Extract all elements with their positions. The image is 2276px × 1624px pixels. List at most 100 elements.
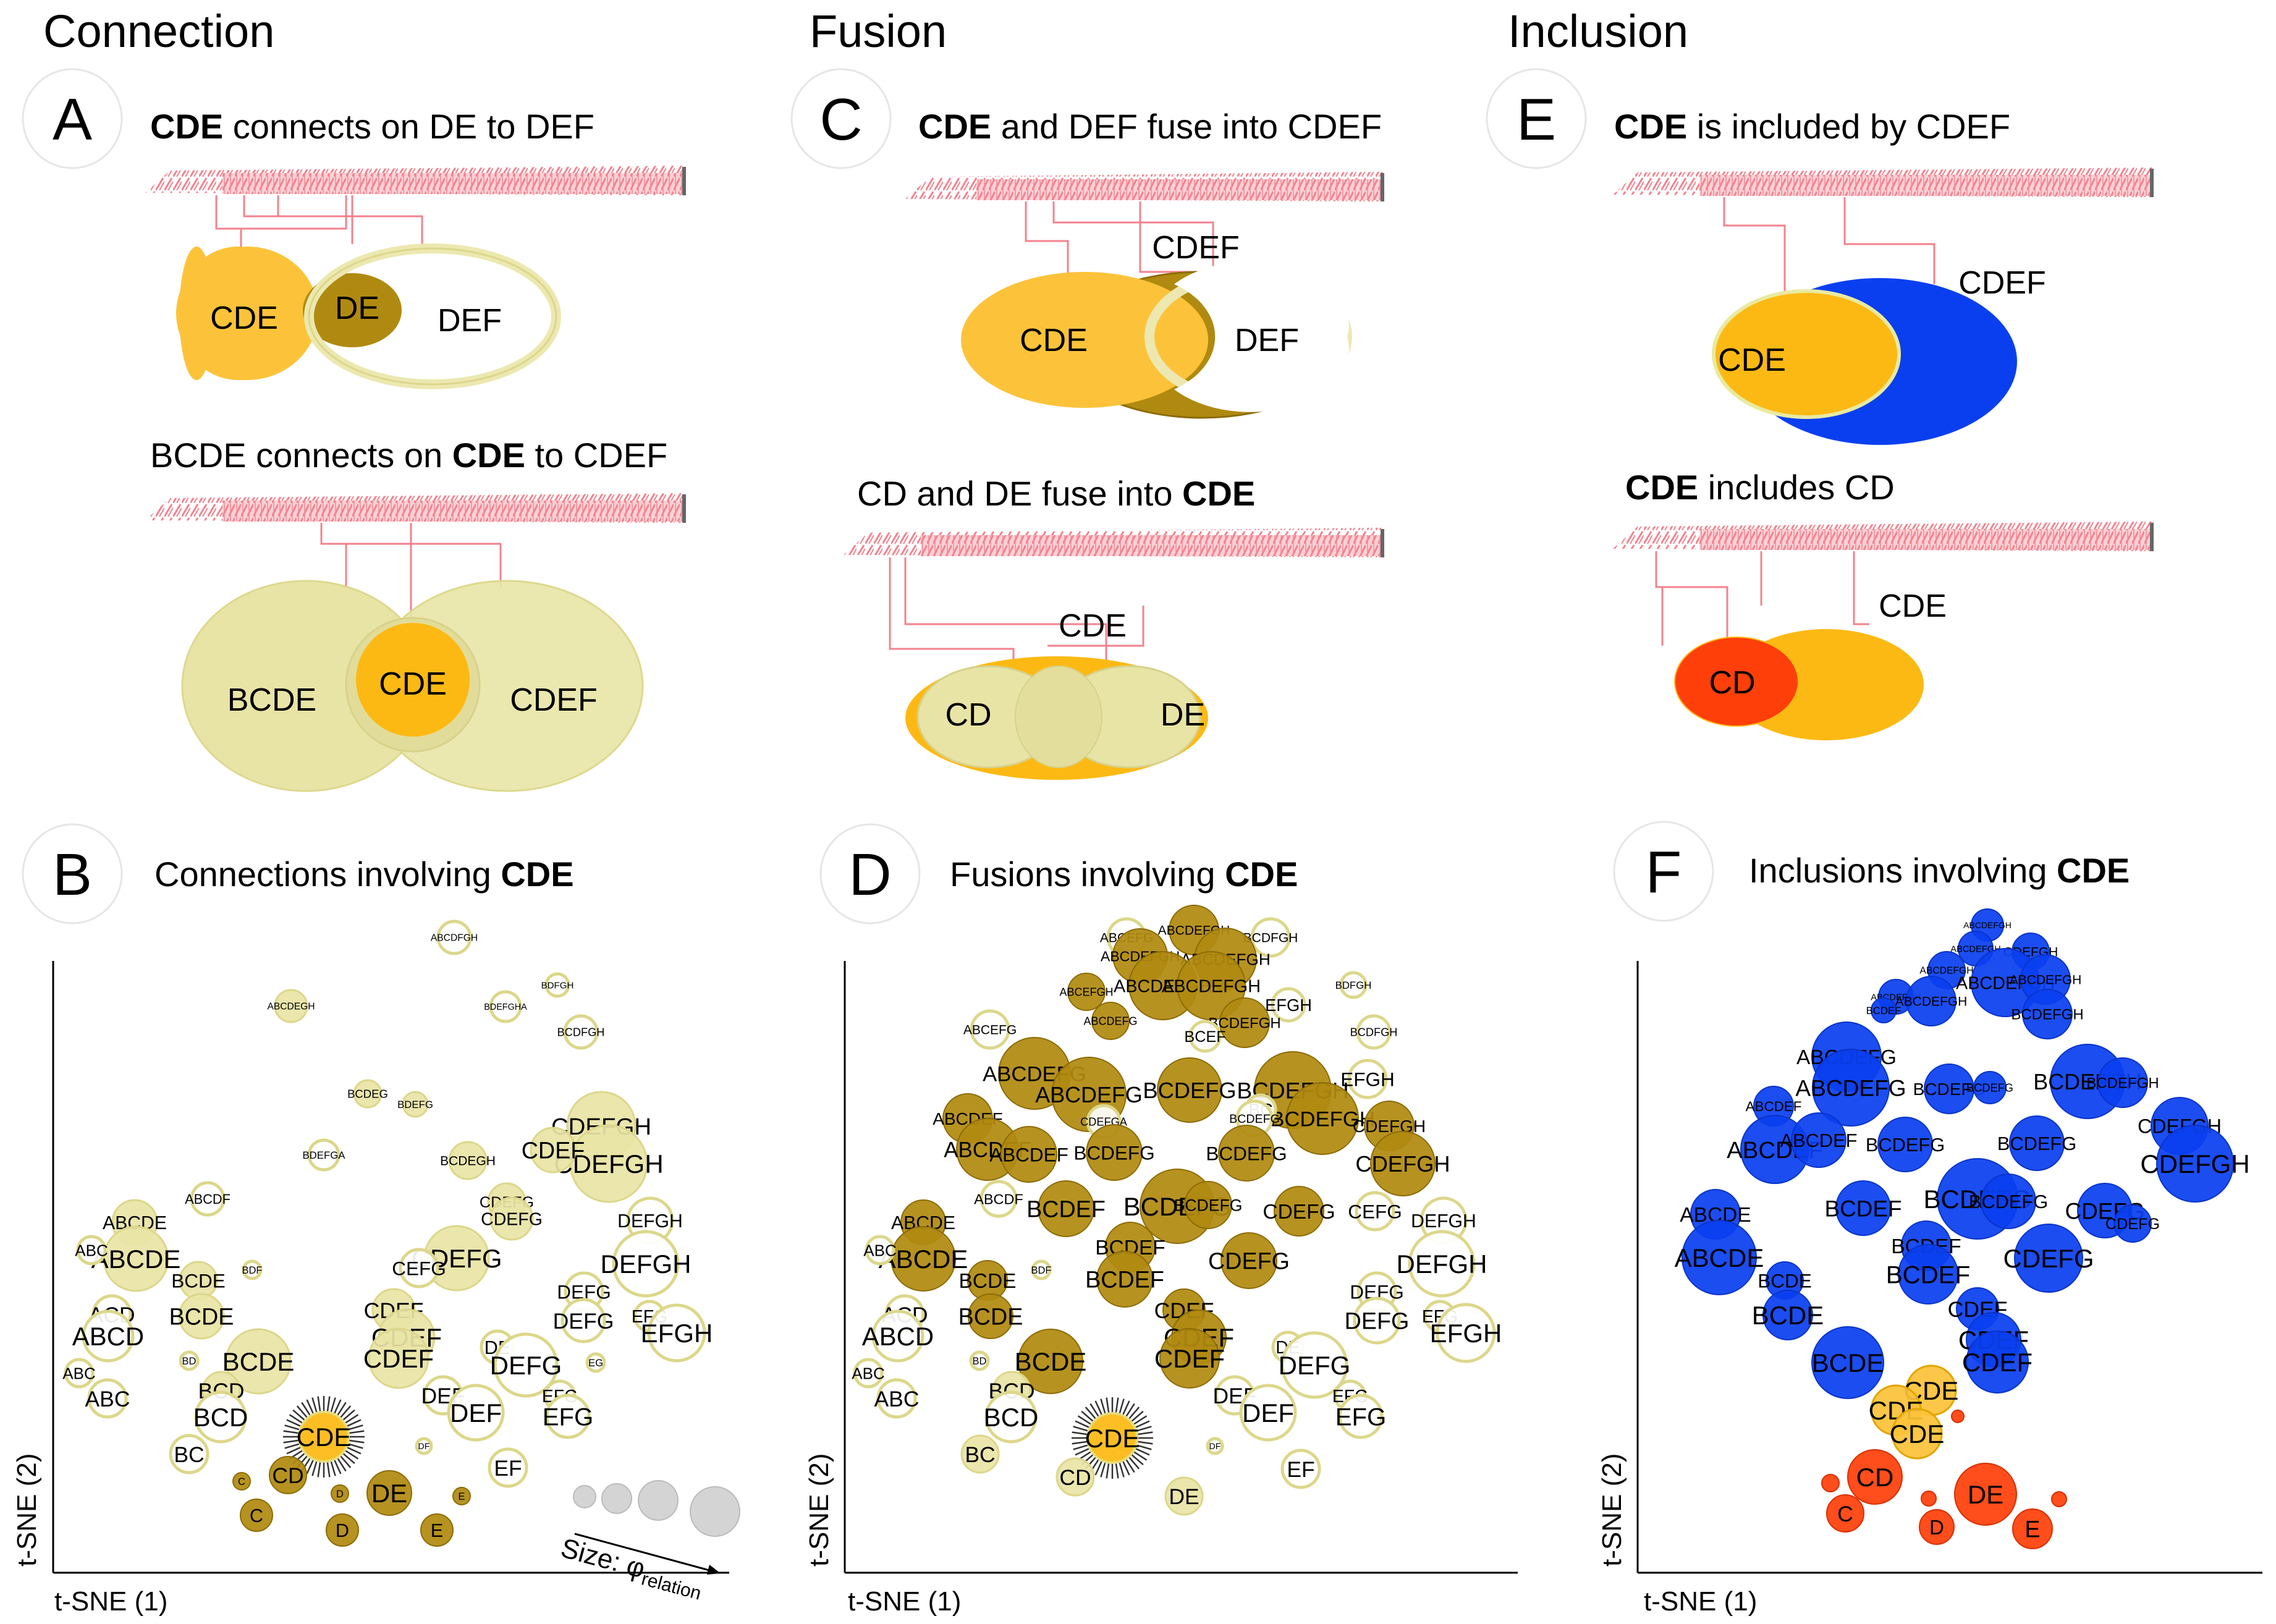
bubble-label: BCDEFG [1174, 1196, 1243, 1215]
bubble-label: EFGH [1430, 1319, 1502, 1348]
column-title-inclusion: Inclusion [1508, 6, 1688, 57]
bubble-b-49: BC [169, 1434, 209, 1474]
bubble-circle [1921, 1491, 1937, 1507]
bubble-f-49 [2051, 1491, 2067, 1507]
bubble-label: ABCD [862, 1322, 934, 1351]
bubble-circle [1791, 1112, 1847, 1168]
bubble-label: BC [965, 1442, 995, 1467]
bubble-b-45: EFG [543, 1394, 593, 1439]
size-legend: Size: φrelation [557, 1480, 740, 1604]
bubble-d-3: BDFGH [1335, 971, 1372, 999]
venn-e1-label-inner: CDE [1718, 342, 1786, 378]
bubble-label: ABCDEF [1780, 1130, 1858, 1151]
bubble-d-30: CDEFGH [1355, 1131, 1450, 1196]
bubble-label: DEF [450, 1398, 502, 1427]
bubble-circle [326, 1513, 359, 1547]
bubble-circle [970, 1009, 1010, 1050]
bubble-label: C [1837, 1502, 1853, 1526]
axes-f [1636, 961, 2262, 1574]
venn-a2-label-right: CDEF [510, 682, 598, 718]
bubble-label: CEFG [1348, 1200, 1402, 1222]
bubble-label: ABC [863, 1241, 896, 1259]
bubble-circle [1157, 1057, 1222, 1123]
bubble-circle [2014, 1224, 2083, 1293]
bubble-circle [2009, 1115, 2065, 1171]
bubble-circle [871, 1309, 924, 1363]
bubble-d-9: EFGH [1265, 987, 1312, 1023]
venn-a2-left [182, 581, 429, 791]
bubble-b-3: BDEFGHA [484, 990, 527, 1023]
panel-letter-f: F [1646, 839, 1682, 905]
bubble-circle [1408, 1230, 1476, 1298]
bubble-d-45: BCDE [958, 1260, 1017, 1301]
bubble-d-31: ABCDF [974, 1180, 1023, 1218]
bubble-circle [1188, 1020, 1222, 1053]
panel-a: A CDE connects on DE to DEF CDE DE DEF B… [22, 68, 686, 792]
bubble-label: CDEFGH [1355, 1151, 1450, 1177]
bubble-circle [545, 1394, 591, 1439]
bubble-label: BCDEFG [1143, 1078, 1236, 1103]
bubble-circle [232, 1472, 251, 1491]
bubble-label: BCDEG [347, 1088, 388, 1101]
bubble-circle [225, 1328, 292, 1395]
bubble-circle [1339, 971, 1368, 999]
bubble-circle [76, 1235, 107, 1266]
bubble-circle [1906, 976, 1957, 1026]
venn-a1: CDE DE DEF [176, 243, 561, 389]
bubble-label: BDFGH [1335, 979, 1372, 991]
bubble-d-26: ABCDEF [989, 1126, 1068, 1183]
bubble-label: BDEFGA [302, 1149, 345, 1161]
bubble-b-57: D [326, 1513, 359, 1547]
bubble-circle [1280, 1448, 1321, 1489]
panel-c-caption-1: CDE and DEF fuse into CDEF [918, 107, 1382, 146]
bubble-circle [1164, 1476, 1204, 1516]
bubble-f-48 [1921, 1491, 1937, 1507]
bubble-d-8: ABCDEFGH [1162, 951, 1261, 1020]
bubble-d-59: DEFG [1279, 1331, 1350, 1399]
bubble-label: ABC [852, 1364, 884, 1382]
bubble-circle [1280, 1331, 1348, 1399]
bubble-label: BDFGH [541, 980, 574, 991]
bubble-b-58: E [420, 1513, 454, 1547]
bubble-label: BCDEFG [1969, 1191, 2048, 1212]
bubble-b-41: ABC [85, 1378, 130, 1419]
bubble-circle [2113, 1204, 2152, 1243]
bubble-circle [488, 1447, 528, 1488]
bubble-f-46: E [2012, 1508, 2053, 1549]
bubble-circle [353, 1079, 383, 1109]
bubble-circle [561, 1298, 606, 1343]
bubble-circle [1250, 917, 1291, 958]
bubble-label: CD [1059, 1465, 1091, 1490]
size-legend-circle-1 [573, 1485, 596, 1508]
focus-rays [283, 1396, 365, 1478]
bubble-circle [1286, 1082, 1359, 1155]
bubble-circle [1018, 1329, 1083, 1394]
bubble-b-46: BCD [193, 1390, 248, 1444]
bubble-circle [2022, 989, 2073, 1039]
bubble-d-70: DF [1206, 1437, 1224, 1455]
bubble-label: C [250, 1505, 263, 1526]
bubble-label: BCDEFG [1229, 1112, 1280, 1126]
bubble-f-14: BCDEFGH [2086, 1057, 2159, 1108]
bubble-label: BCDE [958, 1304, 1023, 1330]
bubble-label: BCDEF [1085, 1267, 1164, 1293]
bubble-f-42: CD [1847, 1449, 1903, 1505]
venn-c2: CDE CD DE [905, 608, 1208, 780]
panel-d-caption: Fusions involving CDE [950, 855, 1298, 894]
bubble-circle [1067, 973, 1106, 1011]
bubble-label: CDEFG [481, 1209, 543, 1229]
bubble-label: BCDE [1015, 1347, 1087, 1376]
bubble-f-47 [1821, 1474, 1840, 1492]
bubble-circle [1219, 997, 1270, 1048]
bubble-circle [452, 1487, 471, 1505]
bubble-d-10: ABCDEFG [1083, 1002, 1138, 1040]
bubble-f-7: ABCDEFGH [1895, 976, 1967, 1026]
bubble-label: BCDEFGH [1208, 1015, 1280, 1032]
panel-letter-d: D [848, 842, 891, 908]
bubble-d-69: CDE [1072, 1397, 1153, 1479]
y-axis-label-b: t-SNE (2) [12, 1453, 42, 1567]
bubble-b-47: CDE [283, 1396, 365, 1478]
bubble-f-9: BCDEF [1866, 997, 1901, 1023]
bubble-circle [612, 1230, 680, 1298]
bubble-label: ABCDEFG [1035, 1083, 1143, 1107]
